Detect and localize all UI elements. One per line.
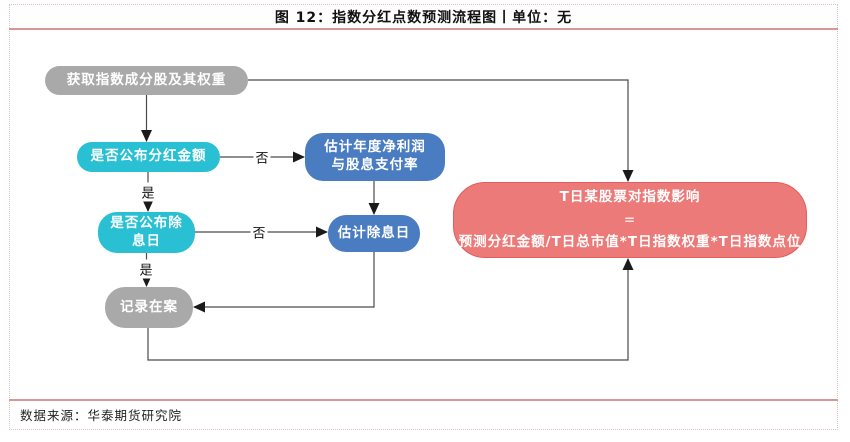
edge-record-to-result [147, 258, 634, 361]
node-get-constituents-label: 获取指数成分股及其权重 [66, 71, 227, 88]
node-estimate-exdate: 估计除息日 [328, 215, 420, 252]
node-exdate-announced-line2: 息日 [132, 232, 161, 249]
figure-title: 图 12：指数分红点数预测流程图丨单位：无 [274, 10, 573, 26]
node-record-label: 记录在案 [120, 298, 178, 315]
title-divider-line [9, 28, 838, 30]
node-result-line3: 预测分红金额/T日总市值*T日指数权重*T日指数点位 [458, 234, 802, 251]
edge-label-yes-2: 是 [137, 259, 155, 279]
node-estimate-profit: 估计年度净利润 与股息支付率 [305, 133, 445, 181]
node-record: 记录在案 [105, 287, 193, 328]
node-exdate-announced-line1: 是否公布除 [110, 214, 183, 231]
node-dividend-announced: 是否公布分红金额 [77, 142, 220, 172]
node-get-constituents: 获取指数成分股及其权重 [45, 66, 248, 95]
node-result: T日某股票对指数影响 = 预测分红金额/T日总市值*T日指数权重*T日指数点位 [453, 182, 807, 258]
node-exdate-announced: 是否公布除 息日 [98, 212, 195, 253]
edge-label-yes-1: 是 [139, 182, 157, 202]
node-result-line1: T日某股票对指数影响 [559, 188, 701, 205]
data-source-text: 数据来源：华泰期货研究院 [20, 408, 183, 423]
edge-top-to-result [248, 79, 634, 182]
node-dividend-announced-label: 是否公布分红金额 [90, 148, 207, 165]
edge-label-no-2: 否 [250, 222, 268, 242]
edge-label-no-1: 否 [253, 147, 271, 167]
node-estimate-exdate-label: 估计除息日 [337, 224, 411, 241]
source-divider-line [9, 399, 838, 401]
node-result-equals: = [623, 211, 637, 228]
node-estimate-profit-line2: 与股息支付率 [331, 157, 419, 173]
edge-exest-to-record [193, 252, 375, 313]
node-estimate-profit-line1: 估计年度净利润 [324, 139, 426, 156]
